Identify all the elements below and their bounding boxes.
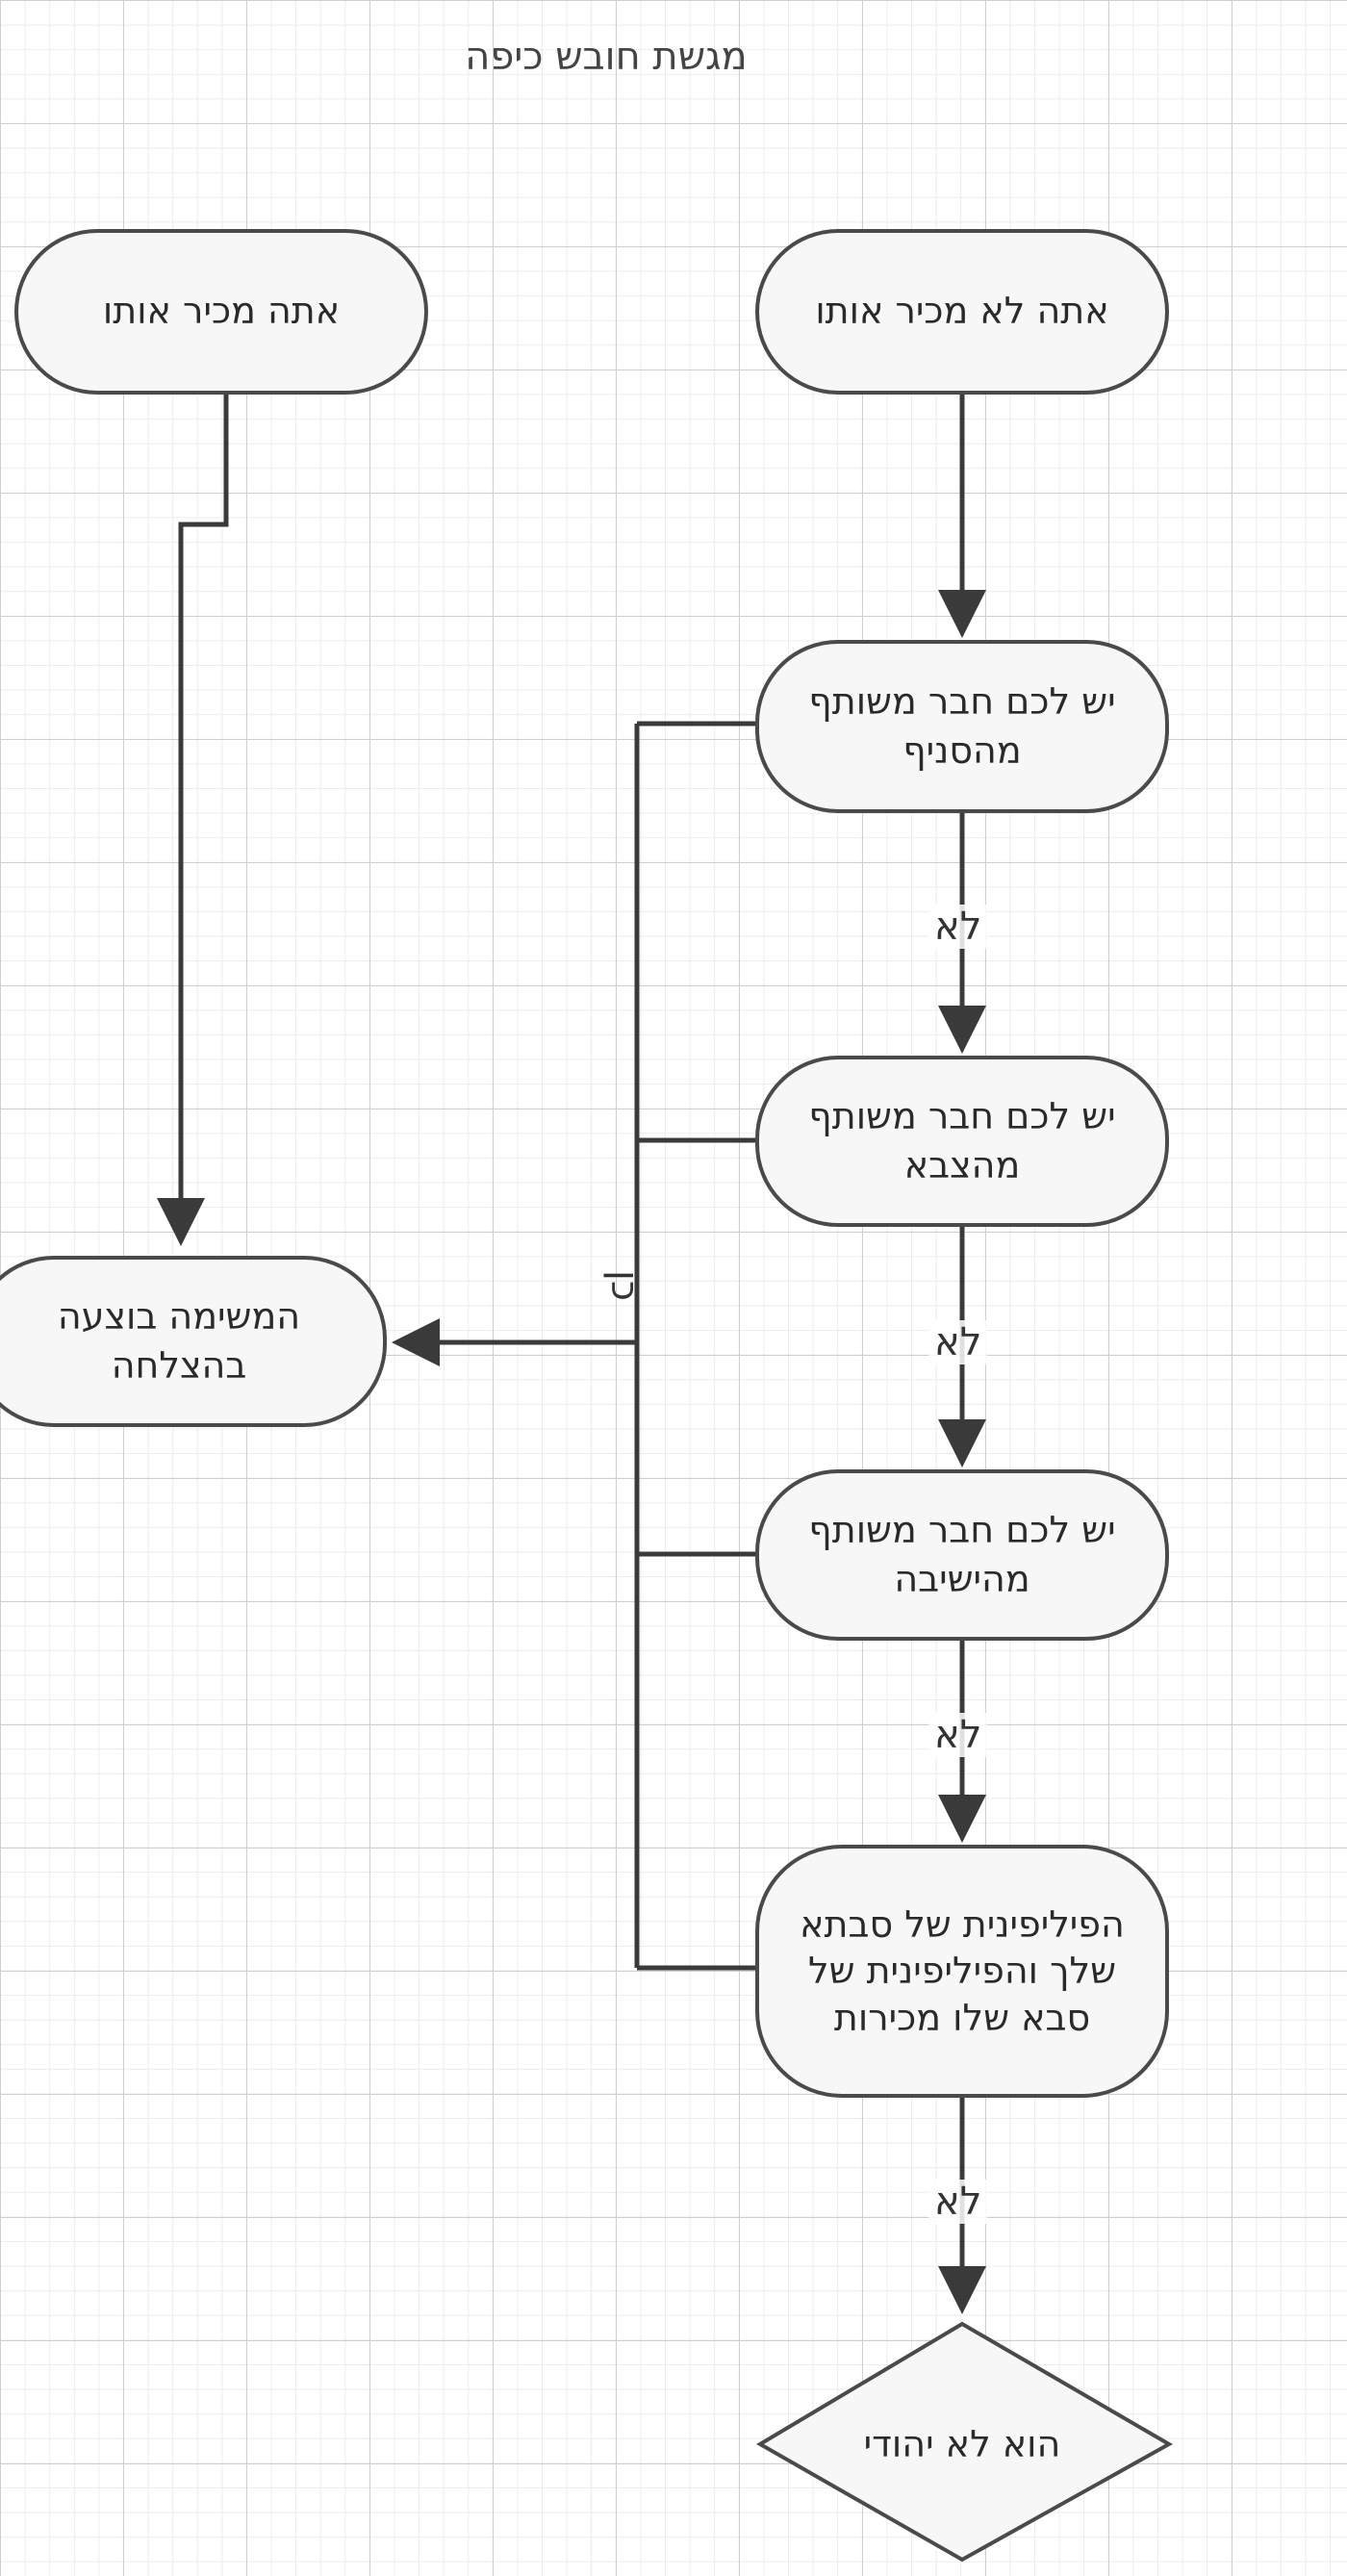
node-mutual-friend-branch: יש לכם חבר משותף מהסניף (755, 640, 1169, 813)
node-not-jewish-label: הוא לא יהודי (863, 2423, 1061, 2465)
node-dont-know-him: אתה לא מכיר אותו (755, 229, 1169, 395)
node-mission-success-label: המשימה בוצעה בהצלחה (57, 1294, 301, 1387)
node-mutual-friend-yeshiva: יש לכם חבר משותף מהישיבה (755, 1469, 1169, 1641)
node-dont-know-him-label: אתה לא מכיר אותו (815, 290, 1109, 333)
node-mutual-friend-branch-label: יש לכם חבר משותף מהסניף (808, 679, 1116, 772)
edge-label-yes: כן (602, 1270, 647, 1302)
node-grandmas-know: הפיליפינית של סבתא שלך והפיליפינית של סב… (755, 1845, 1169, 2098)
node-grandmas-know-label: הפיליפינית של סבתא שלך והפיליפינית של סב… (800, 1902, 1125, 2039)
connector-know-to-success (157, 395, 229, 1246)
node-mutual-friend-army-label: יש לכם חבר משותף מהצבא (808, 1094, 1116, 1186)
node-know-him: אתה מכיר אותו (14, 229, 428, 395)
not-jewish-diamond (756, 2321, 1174, 2563)
node-mutual-friend-army: יש לכם חבר משותף מהצבא (755, 1056, 1169, 1227)
node-mission-success: המשימה בוצעה בהצלחה (0, 1256, 387, 1427)
node-not-jewish: הוא לא יהודי (789, 2406, 1135, 2483)
edge-label-no-2: לא (928, 1320, 988, 1365)
node-mutual-friend-yeshiva-label: יש לכם חבר משותף מהישיבה (808, 1508, 1116, 1600)
edge-label-no-3: לא (928, 1713, 988, 1757)
edge-label-no-1: לא (928, 905, 988, 949)
edge-label-no-4: לא (928, 2180, 988, 2224)
diagram-title: מגשת חובש כיפה (465, 35, 748, 79)
node-know-him-label: אתה מכיר אותו (102, 290, 341, 333)
